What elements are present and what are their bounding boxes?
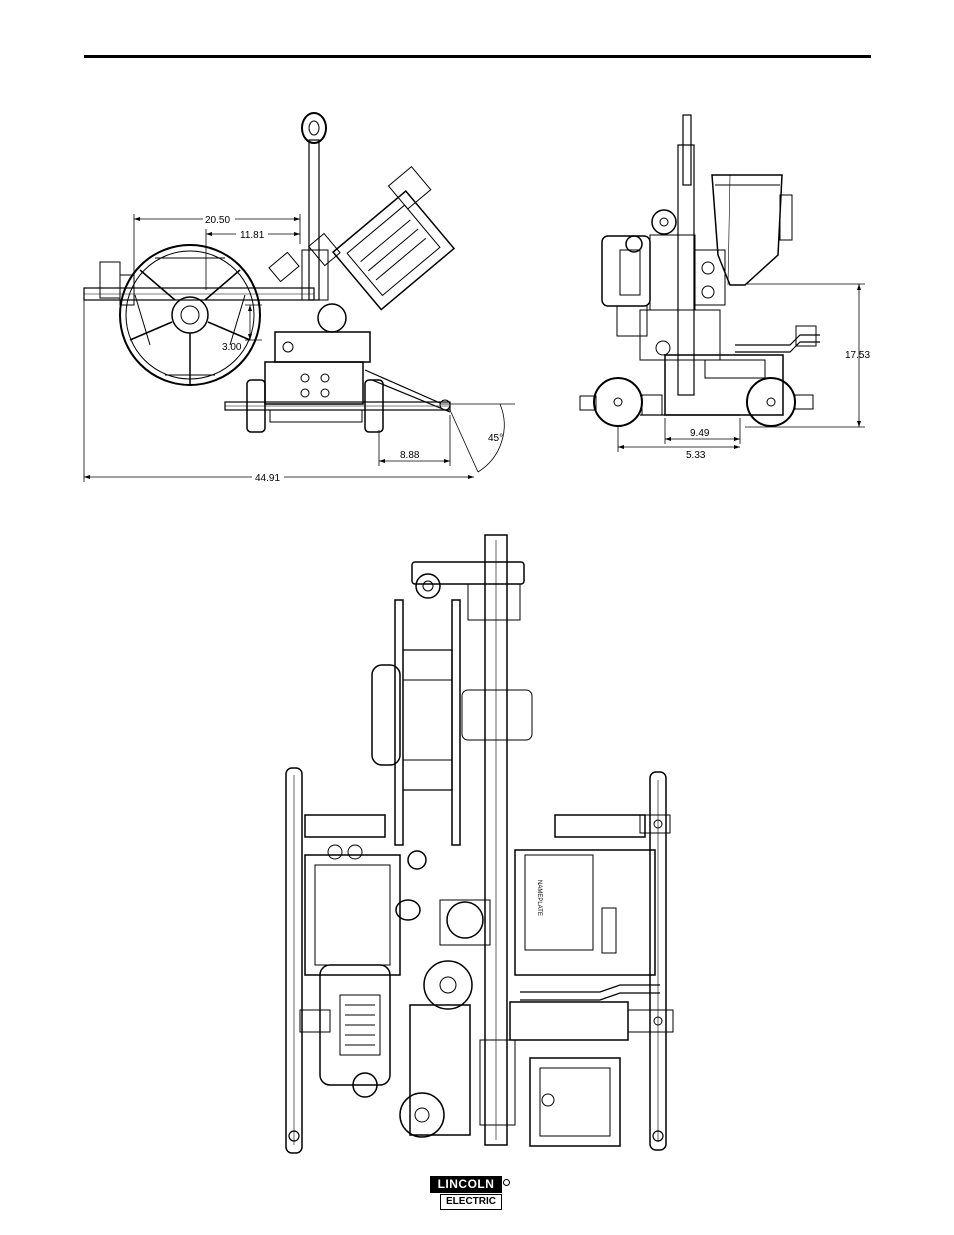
side-view: 20.50 11.81 3.00 8.88 44.91 45° [84, 113, 515, 484]
spool-top [395, 600, 403, 845]
registered-mark [503, 1179, 510, 1186]
front-wheel-left [594, 378, 642, 426]
flux-hopper [712, 175, 782, 285]
carriage-upper [275, 332, 370, 362]
handwheel-lower [400, 1093, 444, 1137]
dim-side-angle: 45° [488, 433, 503, 444]
lincoln-electric-logo: LINCOLN ELECTRIC [430, 1176, 508, 1210]
front-view: 17.53 9.49 5.33 [580, 115, 870, 461]
nameplate-label: NAMEPLATE [536, 880, 542, 916]
control-box [515, 850, 655, 975]
dim-front-5-33: 5.33 [686, 450, 706, 461]
handwheel-upper [424, 961, 472, 1009]
dim-side-20-50: 20.50 [205, 215, 230, 226]
dim-side-3-00: 3.00 [222, 342, 242, 353]
top-view: NAMEPLATE [286, 535, 673, 1153]
dim-front-9-49: 9.49 [690, 428, 710, 439]
dim-side-44-91: 44.91 [255, 473, 280, 484]
dim-side-8-88: 8.88 [400, 450, 420, 461]
carriage-body [265, 362, 363, 404]
left-upper-box [305, 855, 400, 975]
logo-top: LINCOLN [430, 1176, 502, 1193]
logo-bottom: ELECTRIC [440, 1194, 502, 1210]
front-wheel-right [747, 378, 795, 426]
vertical-mast [309, 140, 319, 300]
dim-side-11-81: 11.81 [240, 230, 265, 241]
dim-front-17-53: 17.53 [845, 350, 870, 361]
right-lower-box [530, 1058, 620, 1146]
